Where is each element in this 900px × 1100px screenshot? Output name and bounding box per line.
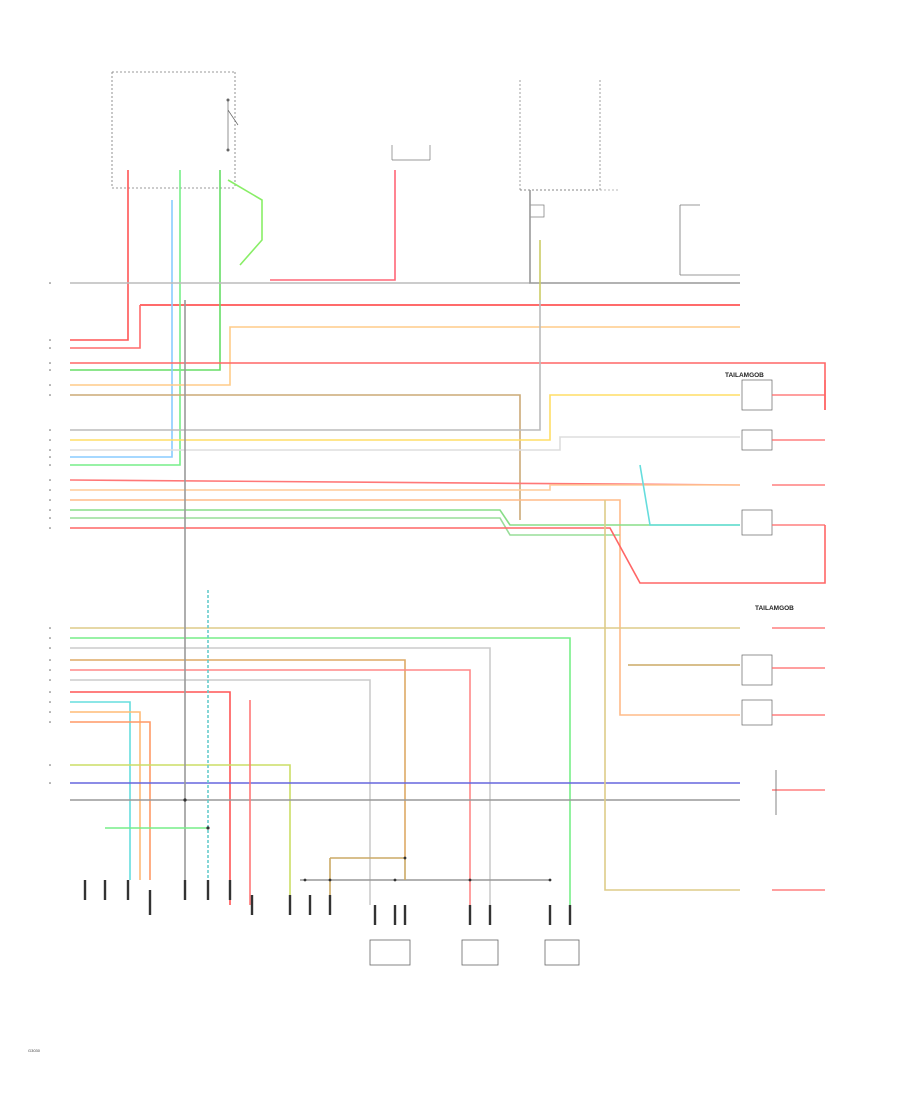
- top-right-gauge: [519, 80, 620, 218]
- right-ground-bracket: [679, 204, 740, 276]
- splice-points: [183, 798, 552, 882]
- bottom-pin-stubs: [83, 880, 572, 925]
- bottom-sensors: [369, 939, 580, 966]
- figure-code: G3030: [28, 1048, 41, 1053]
- connector-heading-mid: TAILAMGOB: [755, 605, 794, 612]
- wires: [69, 170, 826, 905]
- top-center-component: [391, 145, 431, 161]
- left-pin-marks: [49, 282, 51, 784]
- connector-heading-top: TAILAMGOB: [725, 372, 764, 379]
- right-connectors: [741, 379, 825, 891]
- ignition-switch-box: [111, 71, 239, 189]
